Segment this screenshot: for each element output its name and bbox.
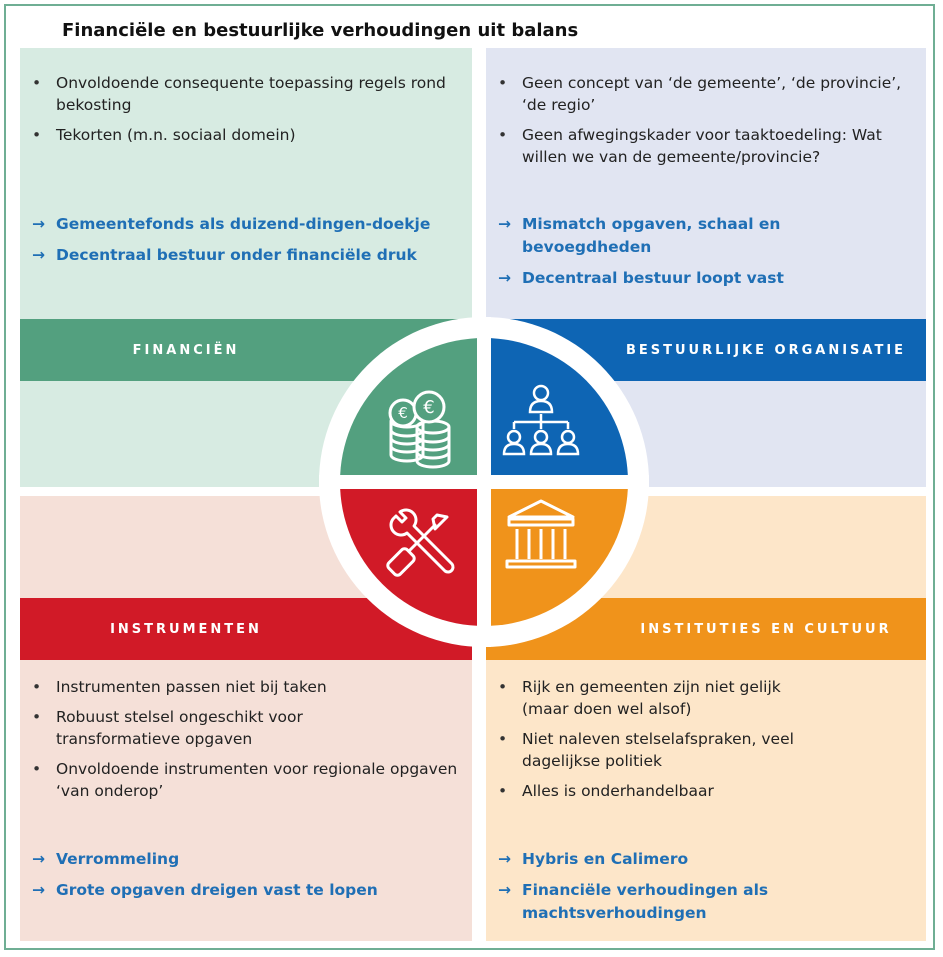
- conclusion-item: →Decentraal bestuur onder financiële dru…: [20, 244, 470, 267]
- arrow-right-icon: →: [32, 850, 45, 868]
- conclusion-item: →Financiële verhoudingen als machtsverho…: [498, 881, 769, 922]
- arrow-right-icon: →: [498, 269, 511, 287]
- figure-title: Financiële en bestuurlijke verhoudingen …: [62, 20, 579, 41]
- bullet-item: Geen concept van ‘de gemeente’, ‘de prov…: [486, 72, 916, 116]
- center-circle: € €: [319, 317, 649, 647]
- quarter-cultuur: [484, 482, 628, 626]
- conclusion-item: →Grote opgaven dreigen vast te lopen: [20, 879, 470, 902]
- bullet-item: Alles is onderhandelbaar: [486, 780, 916, 802]
- conclusion-item: →Hybris en Calimero: [486, 848, 906, 871]
- arrow-right-icon: →: [32, 215, 45, 233]
- figure-frame: [4, 4, 935, 950]
- cross-horizontal: [319, 475, 649, 489]
- svg-text:€: €: [398, 404, 408, 422]
- coins-euro-icon: € €: [388, 390, 451, 469]
- institution-building-icon: [505, 499, 577, 569]
- bestuurlijk-conclusions: →Mismatch opgaven, schaal en bevoegdhede…: [486, 213, 906, 298]
- bullet-item: Niet naleven stelselafspraken, veel dage…: [486, 728, 802, 772]
- conclusion-item: →Mismatch opgaven, schaal en bevoegdhede…: [498, 215, 781, 256]
- arrow-right-icon: →: [498, 215, 511, 233]
- bestuurlijk-bullets: Geen concept van ‘de gemeente’, ‘de prov…: [486, 72, 916, 176]
- instrumenten-bullets: Instrumenten passen niet bij taken Robuu…: [20, 676, 460, 810]
- svg-text:€: €: [423, 397, 434, 418]
- wrench-screwdriver-icon: [386, 508, 455, 577]
- conclusion-item: →Gemeentefonds als duizend-dingen-doekje: [20, 213, 470, 236]
- bullet-item: Instrumenten passen niet bij taken: [20, 676, 460, 698]
- financien-conclusions: →Gemeentefonds als duizend-dingen-doekje…: [20, 213, 470, 275]
- bullet-item: Geen afwegingskader voor taaktoedeling: …: [486, 124, 916, 168]
- arrow-right-icon: →: [498, 881, 511, 899]
- org-chart-icon: [502, 384, 580, 456]
- arrow-right-icon: →: [32, 881, 45, 899]
- instrumenten-conclusions: →Verrommeling →Grote opgaven dreigen vas…: [20, 848, 470, 910]
- conclusion-item: →Verrommeling: [20, 848, 470, 871]
- bullet-item: Onvoldoende instrumenten voor regionale …: [20, 758, 460, 802]
- cultuur-bullets: Rijk en gemeenten zijn niet gelijk (maar…: [486, 676, 916, 810]
- cultuur-conclusions: →Hybris en Calimero →Financiële verhoudi…: [486, 848, 906, 933]
- arrow-right-icon: →: [498, 850, 511, 868]
- bullet-item: Tekorten (m.n. sociaal domein): [20, 124, 460, 146]
- center-circle-graphic: € €: [319, 317, 649, 647]
- conclusion-item: →Decentraal bestuur loopt vast: [486, 267, 906, 290]
- bullet-item: Rijk en gemeenten zijn niet gelijk (maar…: [486, 676, 812, 720]
- quarter-bestuurlijk: [484, 338, 628, 482]
- financien-bullets: Onvoldoende consequente toepassing regel…: [20, 72, 460, 154]
- bullet-item: Onvoldoende consequente toepassing regel…: [20, 72, 460, 116]
- arrow-right-icon: →: [32, 246, 45, 264]
- bullet-item: Robuust stelsel ongeschikt voor transfor…: [20, 706, 386, 750]
